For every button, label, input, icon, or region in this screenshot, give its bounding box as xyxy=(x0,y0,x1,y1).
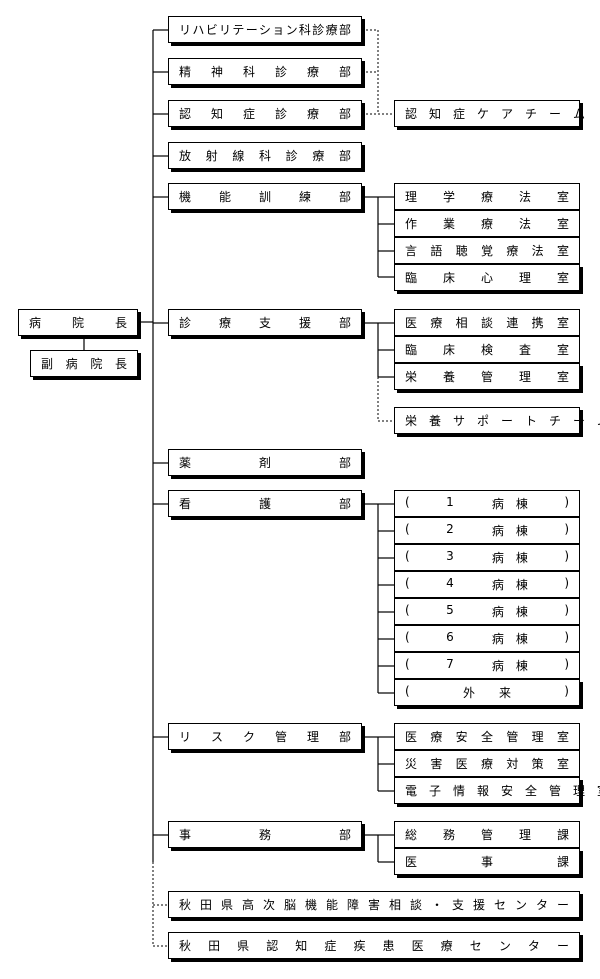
dept-admin: 事 務 部 xyxy=(168,821,362,848)
dementia-care-team: 認 知 症 ケ ア チ ー ム xyxy=(394,100,586,127)
director-label: 病 院 長 xyxy=(29,316,127,330)
unit-label: 総 務 管 理 課 xyxy=(405,828,569,842)
dept-label: リ ス ク 管 理 部 xyxy=(179,730,351,744)
unit-label: 災 害 医 療 対 策 室 xyxy=(405,757,569,771)
dept-center-dementia: 秋 田 県 認 知 症 疾 患 医 療 セ ン タ ー xyxy=(168,932,580,959)
dept-radiology: 放 射 線 科 診 療 部 xyxy=(168,142,362,169)
dept-label: 認 知 症 診 療 部 xyxy=(179,107,351,121)
unit-label: 言 語 聴 覚 療 法 室 xyxy=(405,244,569,258)
unit-label: 臨 床 検 査 室 xyxy=(405,343,569,357)
unit-label: 臨 床 心 理 室 xyxy=(405,271,569,285)
unit-label: 認 知 症 ケ ア チ ー ム xyxy=(405,107,586,121)
dept-label: 看 護 部 xyxy=(179,497,351,511)
unit-label: 医 療 相 談 連 携 室 xyxy=(405,316,569,330)
unit-risk-2: 電 子 情 報 安 全 管 理 室 xyxy=(394,777,600,804)
dept-center-higher-brain: 秋田県高次脳機能障害相談・支援センター xyxy=(168,891,580,918)
unit-support-2: 栄 養 管 理 室 xyxy=(394,363,580,390)
dept-psych: 精 神 科 診 療 部 xyxy=(168,58,362,85)
vice-director-box: 副 病 院 長 xyxy=(30,350,138,377)
director-box: 病 院 長 xyxy=(18,309,138,336)
unit-admin-0: 総 務 管 理 課 xyxy=(394,821,580,848)
unit-risk-0: 医 療 安 全 管 理 室 xyxy=(394,723,580,750)
dept-label: 秋田県高次脳機能障害相談・支援センター xyxy=(179,898,569,912)
dept-label: 機 能 訓 練 部 xyxy=(179,190,351,204)
dept-label: 診 療 支 援 部 xyxy=(179,316,351,330)
dept-label: 秋 田 県 認 知 症 疾 患 医 療 セ ン タ ー xyxy=(179,939,569,953)
unit-label: 栄 養 管 理 室 xyxy=(405,370,569,384)
dept-rehab: リハビリテーション科診療部 xyxy=(168,16,362,43)
unit-label: 医 事 課 xyxy=(405,855,569,869)
dept-nursing: 看 護 部 xyxy=(168,490,362,517)
unit-function-1: 作 業 療 法 室 xyxy=(394,210,580,237)
unit-support-0: 医 療 相 談 連 携 室 xyxy=(394,309,580,336)
unit-risk-1: 災 害 医 療 対 策 室 xyxy=(394,750,580,777)
unit-function-2: 言 語 聴 覚 療 法 室 xyxy=(394,237,580,264)
dept-label: 薬 剤 部 xyxy=(179,456,351,470)
dept-label: 事 務 部 xyxy=(179,828,351,842)
vice-director-label: 副 病 院 長 xyxy=(41,357,127,371)
dept-dementia: 認 知 症 診 療 部 xyxy=(168,100,362,127)
dept-support: 診 療 支 援 部 xyxy=(168,309,362,336)
dept-risk: リ ス ク 管 理 部 xyxy=(168,723,362,750)
dept-function: 機 能 訓 練 部 xyxy=(168,183,362,210)
unit-support-1: 臨 床 検 査 室 xyxy=(394,336,580,363)
unit-label: 理 学 療 法 室 xyxy=(405,190,569,204)
unit-label: 作 業 療 法 室 xyxy=(405,217,569,231)
dept-label: 精 神 科 診 療 部 xyxy=(179,65,351,79)
unit-admin-1: 医 事 課 xyxy=(394,848,580,875)
unit-function-3: 臨 床 心 理 室 xyxy=(394,264,580,291)
dept-pharmacy: 薬 剤 部 xyxy=(168,449,362,476)
unit-label: 電 子 情 報 安 全 管 理 室 xyxy=(405,784,600,798)
unit-label: 栄 養 サ ポ ー ト チ ー ム xyxy=(405,414,600,428)
dept-label: リハビリテーション科診療部 xyxy=(179,23,351,37)
unit-function-0: 理 学 療 法 室 xyxy=(394,183,580,210)
ward-outpatient: (外 来) xyxy=(394,679,580,706)
dept-label: 放 射 線 科 診 療 部 xyxy=(179,149,351,163)
nutrition-support-team: 栄 養 サ ポ ー ト チ ー ム xyxy=(394,407,600,434)
unit-label: 医 療 安 全 管 理 室 xyxy=(405,730,569,744)
